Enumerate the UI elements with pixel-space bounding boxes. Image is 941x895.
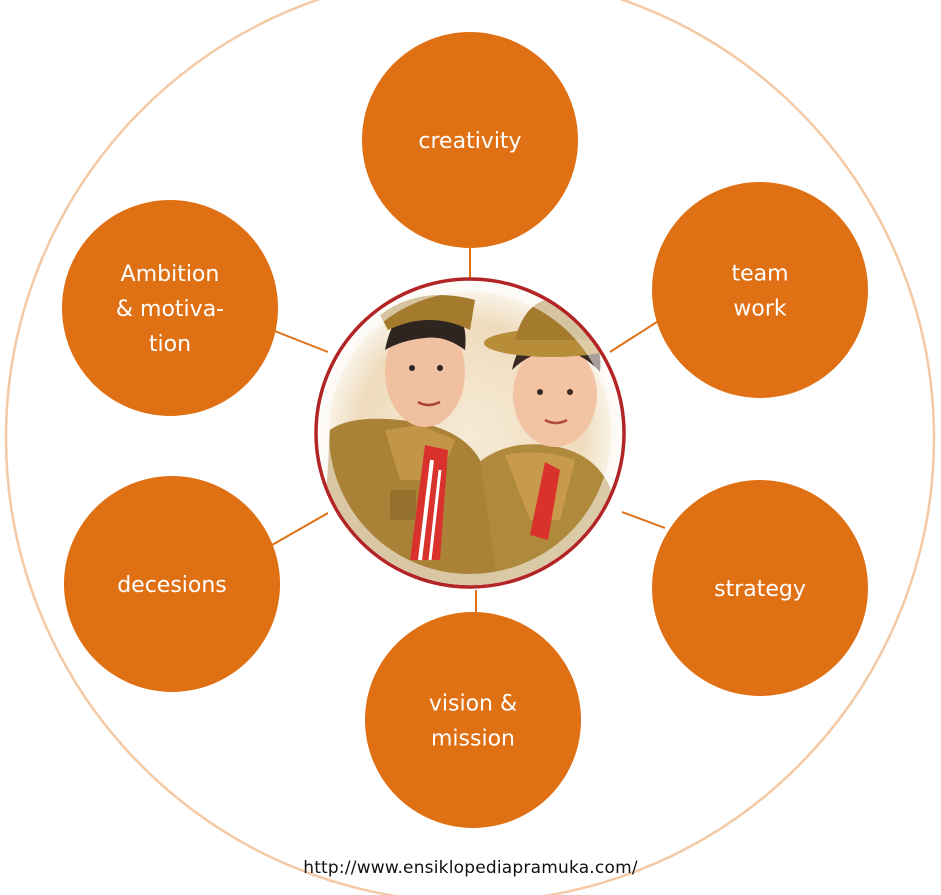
- connector-team-work: [609, 319, 661, 353]
- node-circle-vision-mission: [365, 612, 581, 828]
- node-vision-mission: vision & mission: [365, 612, 581, 828]
- node-circle-ambition-motivation: [62, 200, 278, 416]
- node-ambition-motivation: Ambition & motiva-tion: [62, 200, 278, 416]
- node-team-work: team work: [652, 182, 868, 398]
- node-label-ambition-motivation: Ambition: [121, 262, 220, 287]
- node-circle-strategy: [652, 480, 868, 696]
- node-decesions: decesions: [64, 476, 280, 692]
- node-label-ambition-motivation: tion: [149, 332, 191, 357]
- connector-strategy: [621, 511, 666, 529]
- node-circle-team-work: [652, 182, 868, 398]
- node-strategy: strategy: [652, 480, 868, 696]
- outer-ring: [4, 0, 936, 895]
- node-label-vision-mission: mission: [431, 727, 515, 752]
- node-label-decesions: decesions: [117, 573, 227, 598]
- node-label-ambition-motivation: & motiva-: [116, 297, 224, 322]
- node-label-team-work: work: [733, 297, 786, 322]
- node-label-strategy: strategy: [714, 577, 806, 602]
- connector-ambition-motivation: [271, 329, 329, 353]
- node-label-vision-mission: vision &: [429, 692, 517, 717]
- scouts-illustration: [318, 281, 622, 585]
- node-circle-creativity: [362, 32, 578, 248]
- node-circle-decesions: [64, 476, 280, 692]
- connector-decesions: [271, 512, 329, 546]
- connectors: [271, 247, 666, 612]
- center-image: [314, 277, 626, 589]
- node-label-creativity: creativity: [418, 129, 521, 154]
- node-creativity: creativity: [362, 32, 578, 248]
- node-label-team-work: team: [731, 262, 788, 287]
- source-url: http://www.ensiklopediapramuka.com/: [303, 858, 638, 878]
